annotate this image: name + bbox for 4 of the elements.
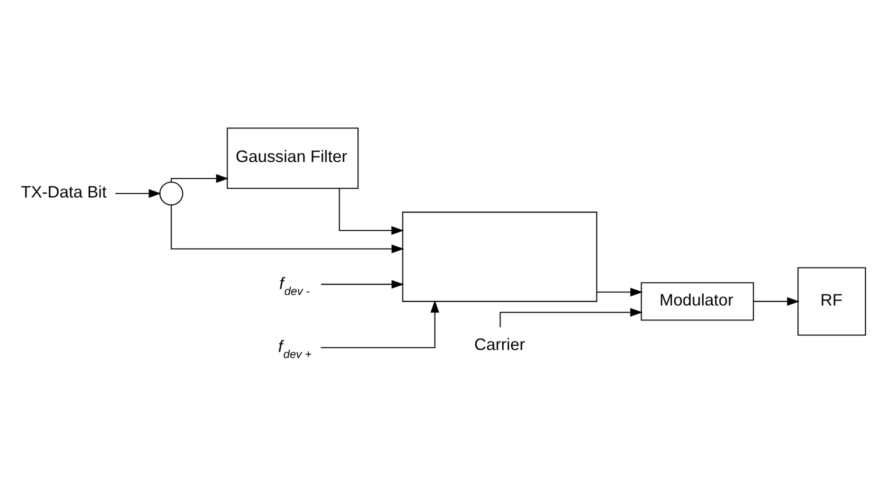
- node-text: f$_{dev -}$: [279, 274, 310, 298]
- node-text: Carrier: [474, 335, 525, 354]
- node-text: TX-Data Bit: [20, 182, 107, 202]
- node-text: f$_{dev +}$: [278, 337, 312, 362]
